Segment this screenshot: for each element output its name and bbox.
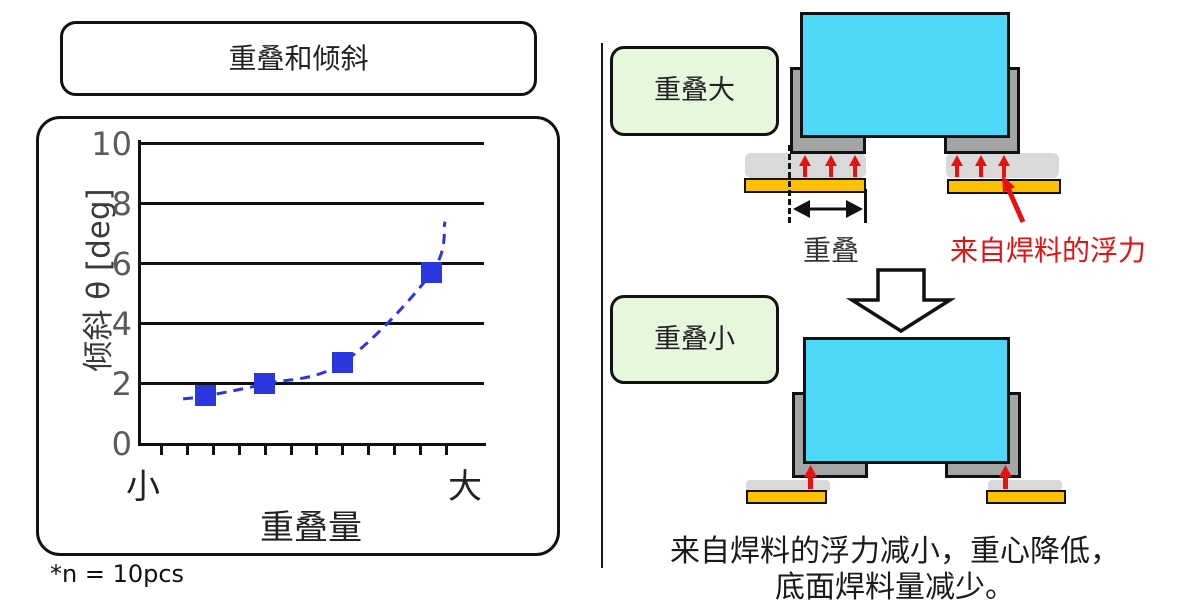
overlap-dim-end-bar xyxy=(864,189,867,223)
y-axis-line xyxy=(138,140,141,446)
x-axis-min-label: 小 xyxy=(126,467,160,507)
label-box-large-overlap: 重叠大 xyxy=(610,46,779,136)
y-tick-label-4: 4 xyxy=(111,304,132,343)
solder-left-top xyxy=(745,153,866,178)
gridline-y10 xyxy=(140,142,484,145)
label-small-overlap: 重叠小 xyxy=(654,324,735,355)
y-tick-label-2: 2 xyxy=(111,364,132,403)
x-axis-line xyxy=(138,442,486,446)
x-minor-tick xyxy=(211,444,215,455)
x-minor-tick xyxy=(341,444,345,455)
data-point-1 xyxy=(195,385,217,407)
x-minor-tick xyxy=(289,444,293,455)
buoyancy-annotation: 来自焊料的浮力 xyxy=(950,234,1147,267)
caption-line-2: 底面焊料量减少。 xyxy=(775,570,1015,600)
y-tick-label-0: 0 xyxy=(111,425,132,463)
x-minor-tick xyxy=(393,444,397,455)
component-body-top xyxy=(800,12,1010,138)
pad-right-top xyxy=(947,179,1061,194)
vertical-divider xyxy=(601,43,603,568)
x-minor-tick xyxy=(444,444,448,455)
gridline-y4 xyxy=(140,322,484,326)
x-axis-label: 重叠量 xyxy=(260,508,362,548)
label-large-overlap: 重叠大 xyxy=(654,75,735,106)
data-point-4 xyxy=(421,262,443,284)
data-point-3 xyxy=(332,352,353,374)
y-tick-label-6: 6 xyxy=(111,244,132,283)
chart-title: 重叠和倾斜 xyxy=(228,42,369,75)
label-box-small-overlap: 重叠小 xyxy=(610,295,779,384)
y-tick-label-8: 8 xyxy=(111,184,132,223)
data-point-2 xyxy=(254,373,276,395)
pad-left-bottom xyxy=(746,490,827,504)
x-minor-tick xyxy=(185,444,189,455)
x-minor-tick xyxy=(237,444,241,455)
x-axis-max-label: 大 xyxy=(448,467,482,507)
sample-size-note: *n = 10pcs xyxy=(50,560,185,588)
gridline-y8 xyxy=(140,202,484,206)
solder-right-top xyxy=(946,153,1059,178)
overlap-dim-dashed-line xyxy=(788,145,791,223)
pad-left-top xyxy=(744,178,866,193)
component-body-bottom xyxy=(803,337,1010,464)
gridline-y2 xyxy=(140,382,484,386)
overlap-dim-label: 重叠 xyxy=(802,234,859,267)
overlap-dimension-arrow-icon xyxy=(793,200,863,218)
transition-down-arrow-icon xyxy=(845,268,957,334)
x-minor-tick xyxy=(367,444,371,455)
pad-right-bottom xyxy=(986,490,1066,504)
y-tick-label-10: 10 xyxy=(91,124,132,163)
x-minor-tick xyxy=(419,444,422,455)
x-minor-tick xyxy=(263,444,267,455)
chart-title-box: 重叠和倾斜 xyxy=(60,21,537,96)
caption-line-1: 来自焊料的浮力减小，重心降低， xyxy=(670,534,1120,569)
x-minor-tick xyxy=(160,444,163,455)
x-minor-tick xyxy=(315,444,319,455)
